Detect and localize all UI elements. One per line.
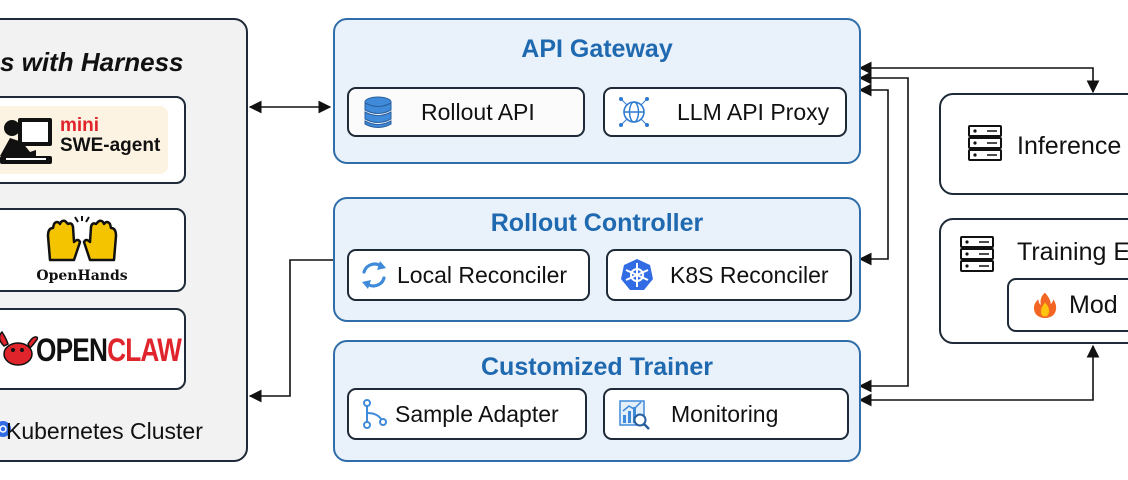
rollout-controller-panel: Rollout Controller Local Reconciler K8S … (333, 197, 861, 322)
api-gateway-panel: API Gateway Rollout API LLM API Proxy (333, 18, 861, 164)
kubernetes-helm-icon (621, 259, 653, 290)
harness-openclaw[interactable]: OPENCLAW (0, 308, 186, 390)
api-gateway-title: API Gateway (521, 35, 673, 63)
local-reconciler-label: Local Reconciler (397, 261, 568, 288)
kubernetes-icon (0, 421, 11, 437)
customized-trainer-title: Customized Trainer (481, 353, 713, 381)
sample-adapter-label: Sample Adapter (395, 400, 559, 427)
kubernetes-cluster-label: Kubernetes Cluster (6, 418, 203, 444)
model-label: Mod (1069, 290, 1118, 319)
raised-hands-icon (46, 216, 118, 262)
openhands-label: OpenHands (36, 268, 128, 284)
llm-api-proxy-chip[interactable]: LLM API Proxy (603, 87, 847, 137)
bus-gateway-controller (858, 83, 889, 266)
harness-openhands[interactable]: OpenHands (0, 208, 186, 292)
openclaw-open-text: OPEN (36, 332, 108, 368)
training-engine-label: Training E (1017, 238, 1128, 266)
local-reconciler-chip[interactable]: Local Reconciler (347, 249, 590, 301)
openclaw-claw-text: CLAW (107, 332, 182, 368)
kubernetes-cluster-panel: s with Harness mini SWE-agent OpenHands (0, 18, 248, 462)
flame-icon (1033, 292, 1057, 319)
database-icon (364, 96, 392, 128)
rollout-controller-title: Rollout Controller (490, 209, 704, 237)
training-engine-panel: Training E Mod (939, 218, 1128, 344)
monitoring-chip[interactable]: Monitoring (603, 388, 849, 440)
network-globe-icon (619, 97, 649, 127)
harness-panel-title: s with Harness (0, 47, 184, 77)
model-chip[interactable]: Mod (1007, 278, 1128, 332)
arrow-controller-cluster (248, 259, 333, 403)
sync-icon (362, 261, 386, 289)
monitoring-label: Monitoring (671, 400, 779, 427)
computer-user-icon (0, 118, 52, 164)
sample-adapter-chip[interactable]: Sample Adapter (347, 388, 587, 440)
server-rack-icon-2 (960, 236, 994, 272)
arrow-trainer-training (858, 344, 1100, 407)
lobster-icon (0, 330, 38, 366)
rollout-api-label: Rollout API (421, 98, 535, 125)
inference-label: Inference (1017, 132, 1122, 160)
mini-label: mini (60, 115, 100, 136)
llm-api-proxy-label: LLM API Proxy (677, 98, 830, 125)
harness-mini-swe-agent[interactable]: mini SWE-agent (0, 96, 186, 184)
openclaw-wordmark: OPENCLAW (36, 332, 182, 369)
analytics-magnifier-icon (619, 400, 650, 430)
rollout-api-chip[interactable]: Rollout API (347, 87, 585, 137)
bus-gateway-trainer (858, 71, 909, 393)
git-branch-icon (363, 399, 387, 429)
swe-agent-label: SWE-agent (60, 135, 161, 156)
server-rack-icon (968, 125, 1002, 161)
inference-engine-panel: Inference (939, 93, 1128, 195)
customized-trainer-panel: Customized Trainer Sample Adapter Monito… (333, 340, 861, 462)
arrow-gateway-inference (858, 61, 1100, 94)
k8s-reconciler-label: K8S Reconciler (670, 261, 829, 288)
k8s-reconciler-chip[interactable]: K8S Reconciler (606, 249, 852, 301)
